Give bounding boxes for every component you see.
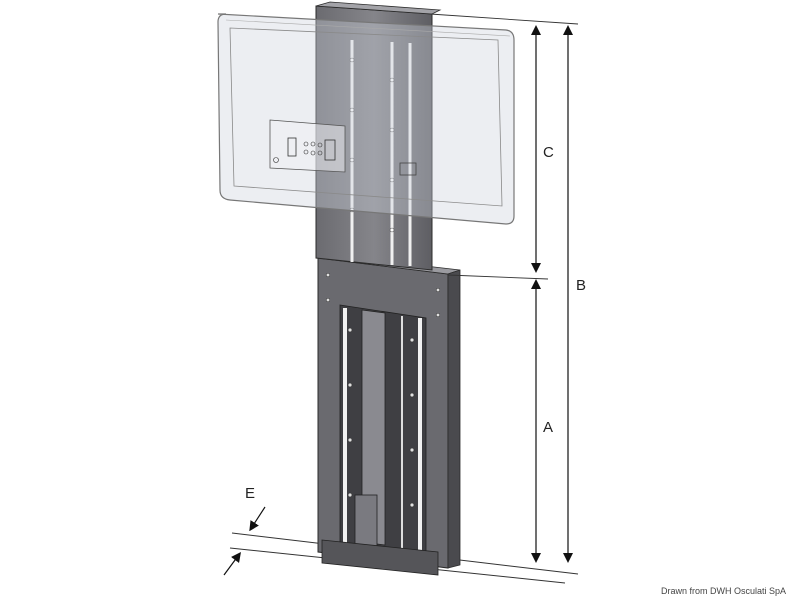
dimension-e-arrow-top [249, 506, 266, 532]
dimension-e-arrow-bottom [223, 551, 241, 576]
extension-lines [429, 13, 579, 280]
label-e: E [245, 485, 255, 502]
sliding-column [315, 1, 442, 271]
label-a: A [543, 419, 553, 436]
fixed-column [317, 254, 461, 576]
label-c: C [543, 144, 554, 161]
tv-screen [217, 13, 515, 225]
credit-text: Drawn from DWH Osculati SpA [660, 586, 786, 596]
dimension-arrows [223, 25, 573, 576]
label-b: B [576, 277, 586, 294]
